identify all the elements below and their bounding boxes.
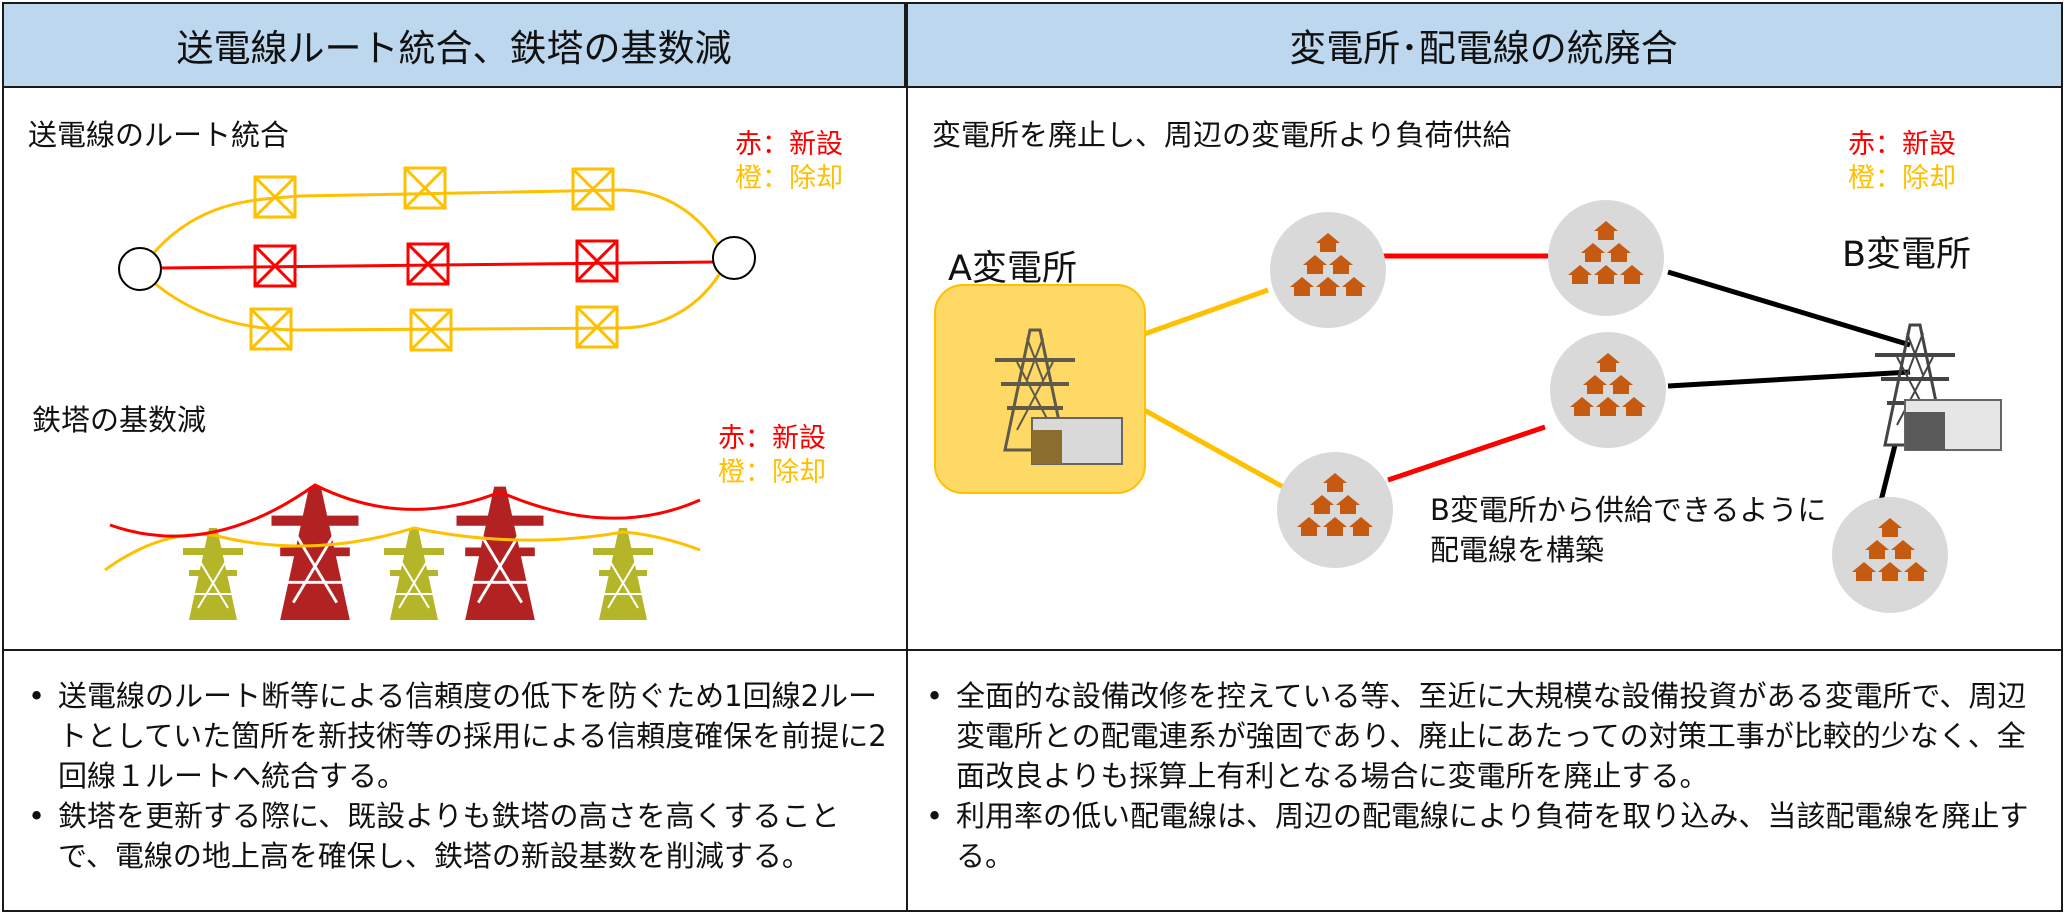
new-tower-marker xyxy=(575,239,619,283)
tower-legend: 赤：新設 橙：除却 xyxy=(718,422,826,490)
old-route-lower xyxy=(138,264,727,332)
legend-new: 赤：新設 xyxy=(735,129,843,160)
substation-legend: 赤：新設 橙：除却 xyxy=(1848,128,1956,196)
horizontal-divider xyxy=(4,649,2061,651)
new-tower xyxy=(455,485,545,622)
removed-tower-marker xyxy=(403,166,447,210)
old-tower xyxy=(182,527,244,621)
existing-line-1 xyxy=(1667,269,1911,348)
right-bullets: 全面的な設備改修を控えている等、至近に大規模な設備投資がある変電所で、周辺変電所… xyxy=(926,676,2046,876)
right-header-title: 変電所･配電線の統廃合 xyxy=(1289,27,1678,70)
substation-caption: 変電所を廃止し、周辺の変電所より負荷供給 xyxy=(932,118,1512,152)
legend-removed: 橙：除却 xyxy=(718,457,826,488)
new-wire xyxy=(109,483,701,538)
new-route xyxy=(159,260,715,270)
substation-a xyxy=(934,284,1146,494)
legend-new: 赤：新設 xyxy=(718,423,826,454)
new-tower xyxy=(270,485,360,622)
existing-line-2 xyxy=(1667,369,1911,389)
load-area-3 xyxy=(1550,332,1666,448)
route-integration-diagram xyxy=(118,166,756,352)
legend-removed: 橙：除却 xyxy=(1848,163,1956,194)
new-line-lower xyxy=(1387,424,1546,483)
route-legend: 赤：新設 橙：除却 xyxy=(735,128,843,196)
load-area-2 xyxy=(1548,200,1664,316)
old-tower xyxy=(592,527,654,621)
left-bullets: 送電線のルート断等による信頼度の低下を防ぐため1回線2ルートとしていた箇所を新技… xyxy=(28,676,890,876)
tower-reduction-diagram xyxy=(104,483,701,622)
route-integration-title: 送電線のルート統合 xyxy=(28,118,290,152)
legend-removed: 橙：除却 xyxy=(735,163,843,194)
bullet-item: 送電線のルート断等による信頼度の低下を防ぐため1回線2ルートとしていた箇所を新技… xyxy=(28,676,890,796)
right-header: 変電所･配電線の統廃合 xyxy=(906,4,2061,88)
left-header-title: 送電線ルート統合、鉄塔の基数減 xyxy=(176,27,732,70)
vertical-divider xyxy=(906,4,908,910)
route-end-right xyxy=(712,236,756,280)
substation-a-label: A変電所 xyxy=(948,249,1077,289)
substation-b-label: B変電所 xyxy=(1842,235,1972,275)
load-area-1 xyxy=(1270,212,1386,328)
bullet-item: 鉄塔を更新する際に、既設よりも鉄塔の高さを高くすることで、電線の地上高を確保し、… xyxy=(28,796,890,876)
construction-note: B変電所から供給できるように配電線を構築 xyxy=(1430,493,1827,567)
distribution-network xyxy=(1106,253,1911,526)
tower-reduction-title: 鉄塔の基数減 xyxy=(32,403,207,437)
bullet-item: 全面的な設備改修を控えている等、至近に大規模な設備投資がある変電所で、周辺変電所… xyxy=(926,676,2046,796)
bullet-item: 利用率の低い配電線は、周辺の配電線により負荷を取り込み、当該配電線を廃止する。 xyxy=(926,796,2046,876)
load-area-5 xyxy=(1832,497,1948,613)
old-route-upper xyxy=(138,188,727,271)
left-header: 送電線ルート統合、鉄塔の基数減 xyxy=(4,4,906,88)
legend-new: 赤：新設 xyxy=(1848,129,1956,160)
load-area-4 xyxy=(1277,452,1393,568)
substation-b xyxy=(1873,323,2002,451)
old-tower xyxy=(383,527,445,621)
route-end-left xyxy=(118,247,162,291)
